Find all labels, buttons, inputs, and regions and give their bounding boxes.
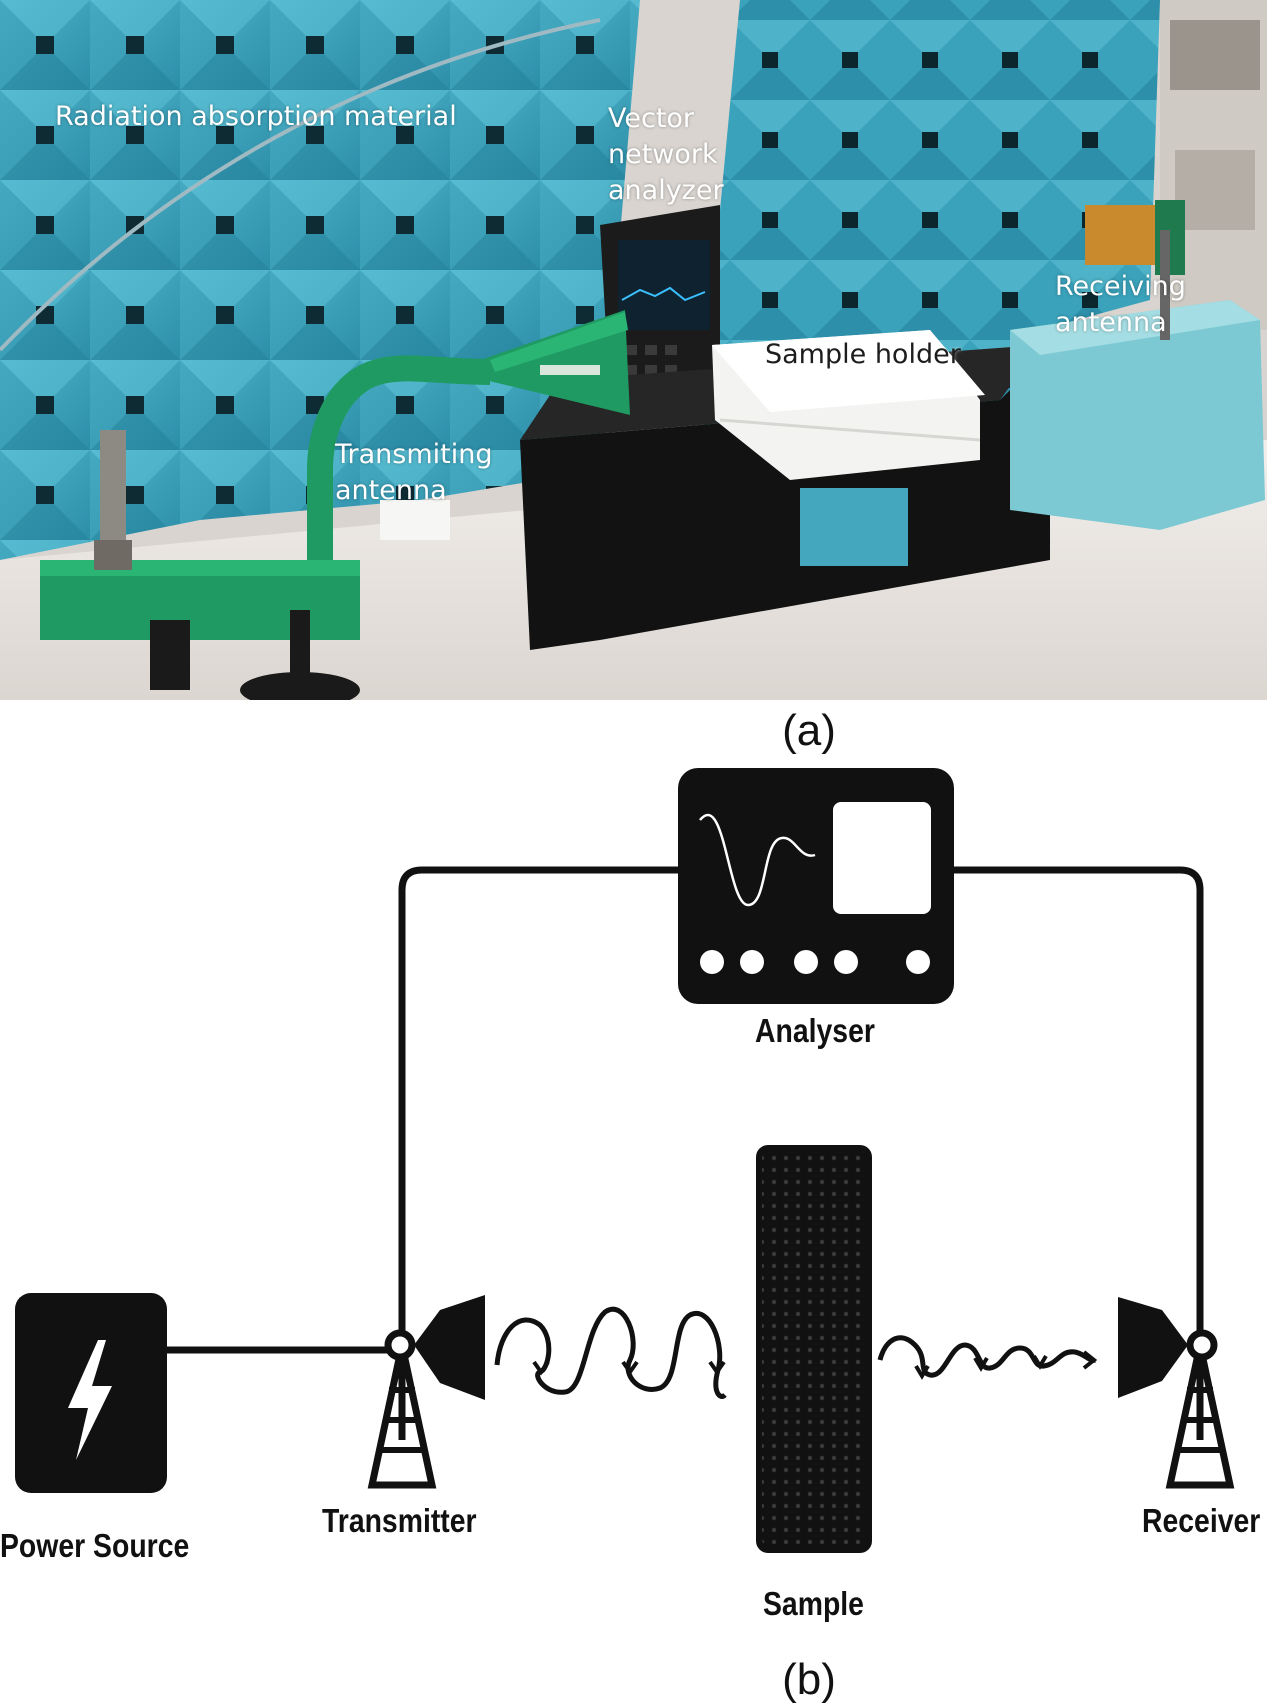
label-analyser: Analyser xyxy=(755,1012,875,1049)
label-transmitter: Transmitter xyxy=(322,1502,477,1539)
label-sample: Sample xyxy=(763,1585,864,1622)
sample-holder-foam xyxy=(712,330,985,480)
analyser-icon xyxy=(678,768,954,1004)
received-wave-arrows xyxy=(914,1350,1098,1380)
received-wave-icon xyxy=(877,1335,1096,1378)
power-source-icon xyxy=(15,1293,167,1493)
label-sample-holder: Sample holder xyxy=(765,339,961,370)
label-power-source: Power Source xyxy=(0,1527,190,1564)
wire-transmitter-analyser xyxy=(398,866,678,1440)
caption-b: (b) xyxy=(782,1655,836,1704)
vector-network-analyzer-device xyxy=(600,205,720,420)
label-radiation-absorption-material: Radiation absorption material xyxy=(55,101,457,132)
transmitting-antenna-device xyxy=(40,310,630,700)
label-transmiting: Transmiting xyxy=(335,439,493,470)
wire-analyser-receiver xyxy=(954,866,1204,1440)
label-receiving-antenna: antenna xyxy=(1055,307,1167,338)
label-receiver: Receiver xyxy=(1142,1502,1261,1539)
label-receiving: Receiving xyxy=(1055,271,1186,302)
lightning-bolt-icon xyxy=(68,1340,112,1460)
transmitter-horn-icon xyxy=(414,1295,485,1400)
label-analyzer: analyzer xyxy=(608,175,724,206)
transmitted-wave-arrows xyxy=(532,1360,726,1376)
transmitter-tower-icon xyxy=(367,1295,485,1489)
label-vector: Vector xyxy=(608,103,695,134)
absorber-wall-left xyxy=(0,0,640,560)
label-transmiting-antenna: antenna xyxy=(335,475,447,506)
sample-grid-icon xyxy=(756,1145,872,1553)
receiver-horn-icon xyxy=(1118,1297,1188,1398)
caption-a: (a) xyxy=(782,706,836,755)
receiver-tower-icon xyxy=(1118,1297,1235,1489)
receiving-antenna-device xyxy=(1010,200,1265,530)
circuit-wires xyxy=(165,866,1204,1440)
label-network: network xyxy=(608,139,718,170)
setup-photograph xyxy=(0,0,1267,700)
transmitted-wave-icon xyxy=(494,1306,727,1399)
cable xyxy=(0,18,601,352)
